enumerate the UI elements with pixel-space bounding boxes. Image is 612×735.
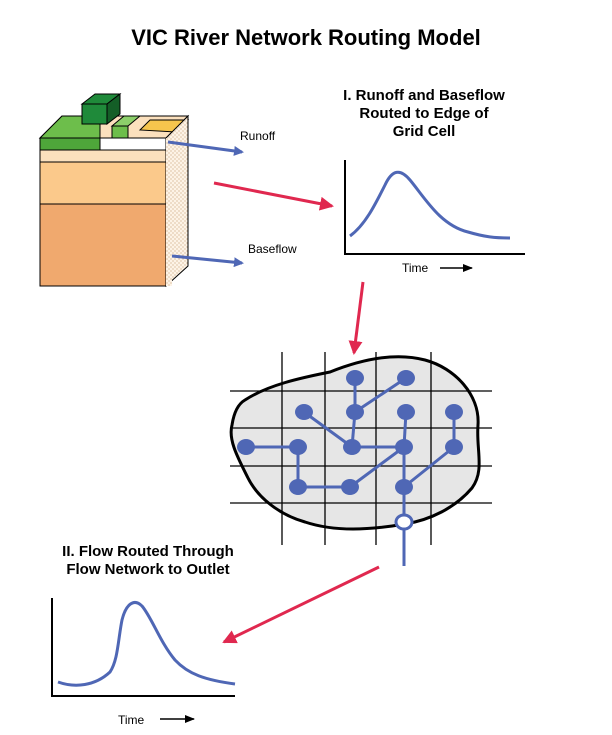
hydrograph-1-axes xyxy=(344,160,525,255)
diagram-title: VIC River Network Routing Model xyxy=(131,25,481,50)
runoff-arrow xyxy=(167,140,244,156)
tall-vegetation-front xyxy=(81,103,108,125)
outlet-node xyxy=(394,513,414,531)
network-node xyxy=(289,479,307,495)
network-node xyxy=(343,439,361,455)
baseflow-arrow xyxy=(171,254,244,268)
stage2-heading-line1: II. Flow Routed Through xyxy=(62,543,234,560)
stage2-heading-line2: Flow Network to Outlet xyxy=(66,561,229,578)
network-node xyxy=(289,439,307,455)
hydrograph-1-xlabel: Time xyxy=(402,261,429,275)
hydrograph-2: Time xyxy=(51,598,236,727)
soil-layer-2 xyxy=(39,161,167,205)
tall-vegetation-side xyxy=(106,92,121,126)
network-node xyxy=(445,439,463,455)
hydrograph-1: Time xyxy=(344,160,525,275)
network-node xyxy=(397,370,415,386)
vegetation-block-front xyxy=(111,125,129,139)
network-node xyxy=(237,439,255,455)
to-network-arrow xyxy=(348,281,365,355)
to-hydrograph-2-arrow xyxy=(222,565,380,644)
network-node xyxy=(346,370,364,386)
baseflow-label: Baseflow xyxy=(248,242,297,256)
soil-column xyxy=(38,92,190,288)
hydrograph-1-curve xyxy=(349,170,511,240)
stage1-heading-line2: Routed to Edge of xyxy=(359,105,489,122)
network-node xyxy=(445,404,463,420)
stage1-heading-line1: I. Runoff and Baseflow xyxy=(343,87,505,104)
network-node xyxy=(346,404,364,420)
network-node xyxy=(395,439,413,455)
stage1-heading-line3: Grid Cell xyxy=(393,123,456,140)
to-hydrograph-1-arrow xyxy=(213,181,334,211)
network-nodes xyxy=(237,370,463,495)
vegetation-patch-side xyxy=(39,137,101,151)
network-node xyxy=(397,404,415,420)
network-node xyxy=(395,479,413,495)
soil-layer-1 xyxy=(39,149,167,163)
flow-network xyxy=(229,352,492,566)
soil-layer-3 xyxy=(39,203,167,287)
hydrograph-2-curve xyxy=(57,601,236,687)
runoff-label: Runoff xyxy=(240,129,276,143)
hydrograph-2-xlabel: Time xyxy=(118,713,145,727)
network-node xyxy=(295,404,313,420)
network-node xyxy=(341,479,359,495)
hydrograph-2-axes xyxy=(51,598,235,697)
